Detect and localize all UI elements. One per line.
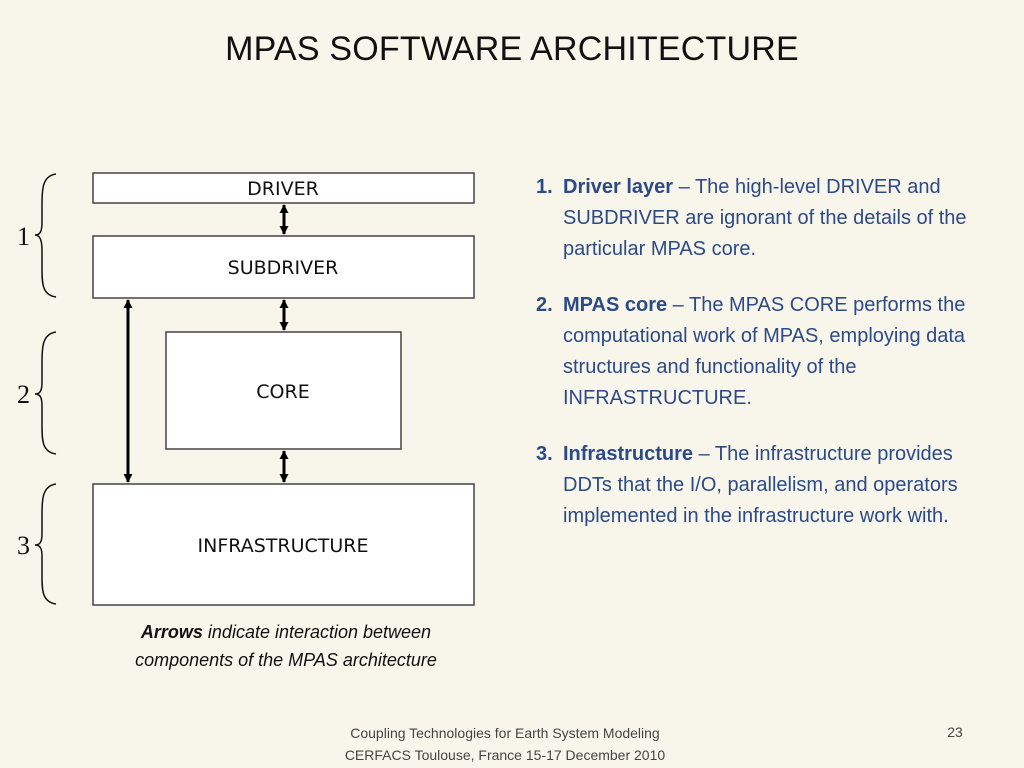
driver-label: DRIVER — [247, 178, 319, 200]
footer-line-1: Coupling Technologies for Earth System M… — [350, 725, 660, 741]
brace-1 — [34, 173, 57, 298]
infrastructure-box — [92, 483, 475, 606]
caption-bold: Arrows — [140, 622, 203, 642]
core-box — [165, 331, 402, 450]
layer-text: The MPAS CORE performs the computational… — [563, 294, 966, 409]
layer-descriptions: 1. Driver layer – The high-level DRIVER a… — [536, 172, 986, 557]
slide-footer: Coupling Technologies for Earth System M… — [300, 722, 710, 766]
brace-number-2: 2 — [17, 380, 30, 409]
driver-box — [92, 172, 475, 204]
layer-text: The infrastructure provides DDTs that th… — [563, 443, 958, 527]
footer-line-2: CERFACS Toulouse, France 15-17 December … — [344, 747, 666, 763]
brace-2 — [34, 331, 57, 455]
layer-text: The high-level DRIVER and SUBDRIVER are … — [563, 176, 967, 260]
layer-number: 2. — [536, 294, 553, 316]
brace-3 — [34, 483, 57, 605]
subdriver-label: SUBDRIVER — [228, 257, 339, 279]
core-label: CORE — [256, 381, 309, 403]
layer-dash: – — [667, 294, 689, 316]
brace-number-1: 1 — [17, 222, 30, 251]
layer-item-core: 2. MPAS core – The MPAS CORE performs the… — [536, 290, 986, 414]
diagram-caption: Arrows indicate interaction between comp… — [90, 618, 482, 674]
layer-term: Driver layer — [563, 176, 674, 198]
layer-dash: – — [673, 176, 695, 198]
layer-dash: – — [693, 443, 715, 465]
layer-number: 1. — [536, 176, 553, 198]
subdriver-box — [92, 235, 475, 299]
layer-term: Infrastructure — [563, 443, 694, 465]
slide-title: MPAS SOFTWARE ARCHITECTURE — [225, 30, 799, 68]
layer-term: MPAS core — [563, 294, 668, 316]
layer-number: 3. — [536, 443, 553, 465]
layer-item-infrastructure: 3. Infrastructure – The infrastructure pr… — [536, 439, 986, 532]
page-number: 23 — [947, 724, 963, 740]
brace-number-3: 3 — [17, 531, 30, 560]
infrastructure-label: INFRASTRUCTURE — [198, 535, 369, 557]
layer-item-driver: 1. Driver layer – The high-level DRIVER a… — [536, 172, 986, 265]
caption-text: indicate interaction between components … — [135, 622, 437, 670]
